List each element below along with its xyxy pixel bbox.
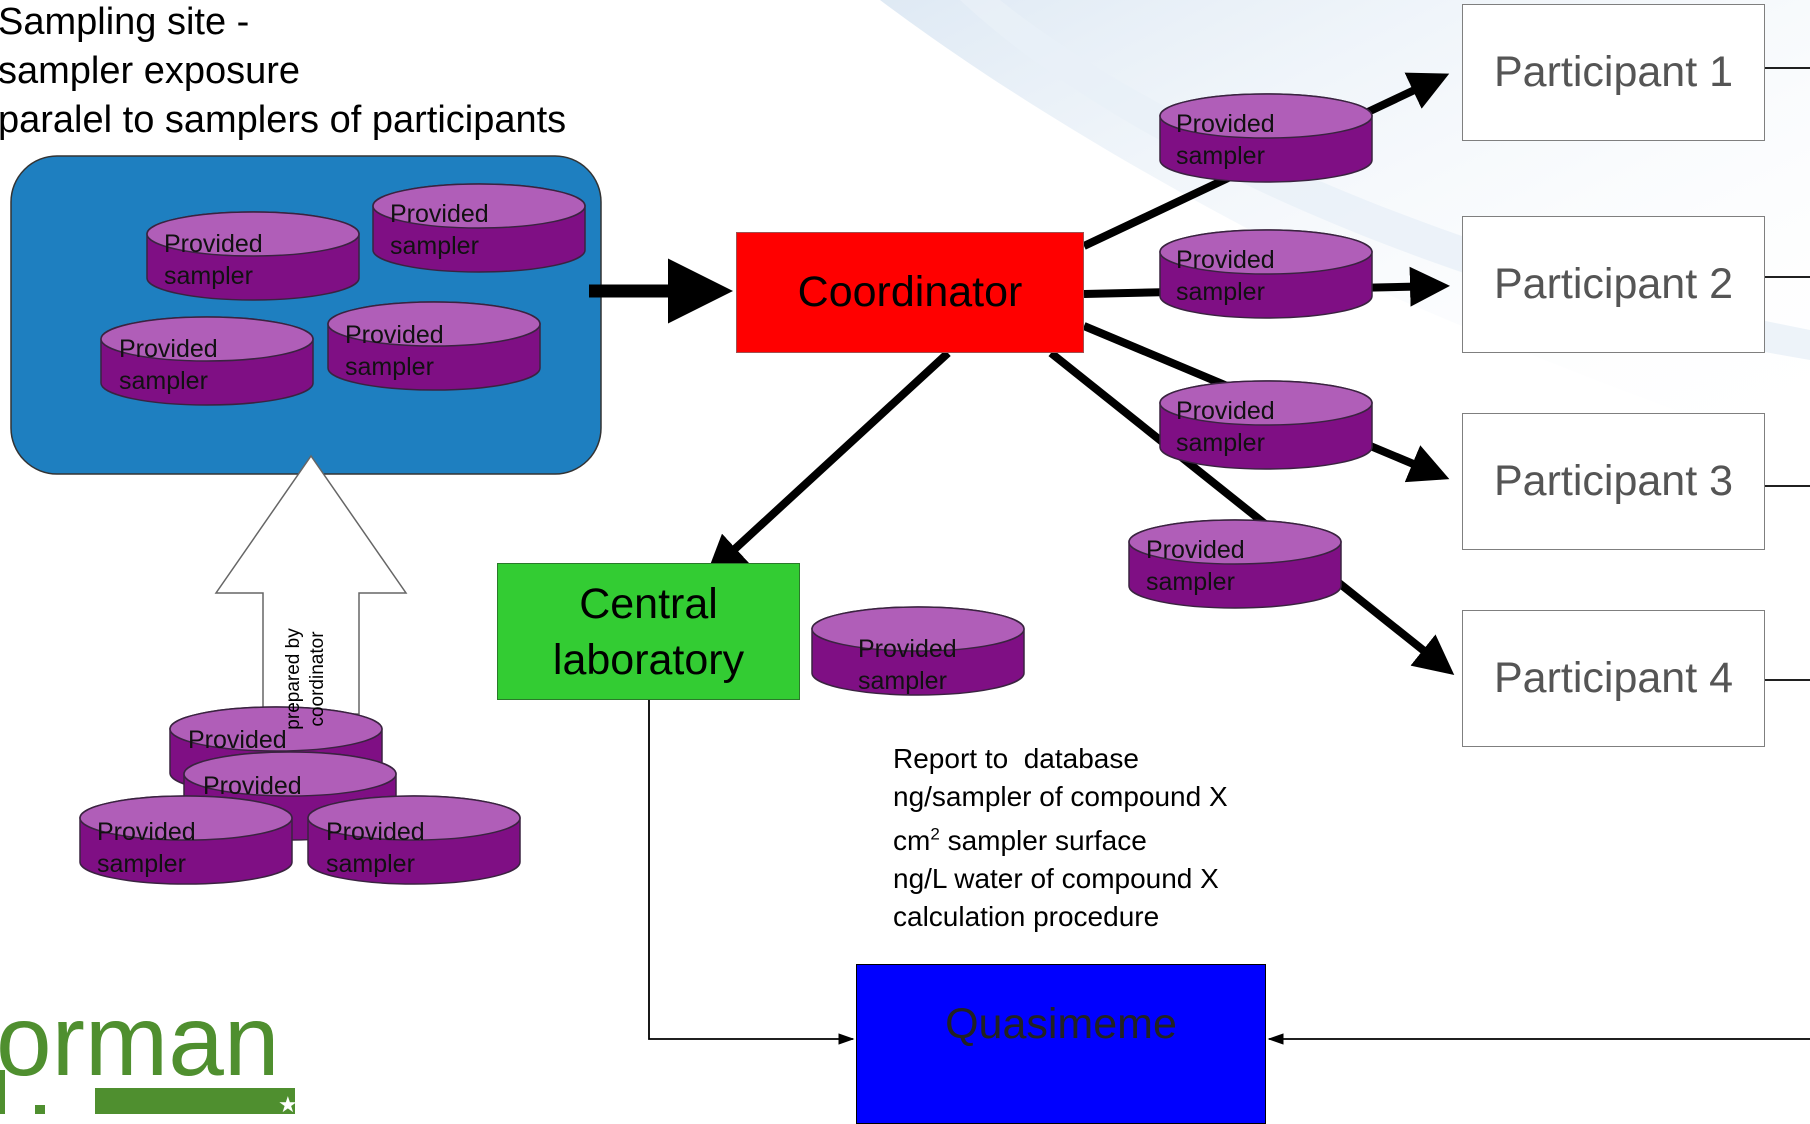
participant-label: Participant 4: [1493, 654, 1734, 702]
svg-text:★: ★: [278, 1092, 298, 1114]
central-lab-line-2: laboratory: [552, 635, 745, 684]
participant-4-box: Participant 4: [1462, 610, 1765, 747]
participant-2-box: Participant 2: [1462, 216, 1765, 353]
participant-label: Participant 3: [1493, 457, 1734, 505]
quasimeme-box: Quasimeme: [856, 964, 1266, 1124]
central-to-quasimeme-connector: [648, 700, 855, 1045]
sampler-label: Provided: [188, 726, 287, 754]
coordinator-box: Coordinator: [736, 232, 1084, 353]
report-line-2: ng/sampler of compound X: [893, 781, 1228, 812]
site-line-1: Sampling site -: [0, 1, 250, 43]
coord-to-central-arrow: [706, 350, 951, 576]
prepared-by-line-1: prepared by: [283, 628, 304, 730]
report-line-4: ng/L water of compound X: [893, 863, 1219, 895]
prepared-by-line-2: coordinator: [307, 631, 328, 727]
report-line-3: cm2 sampler surface: [893, 825, 1147, 857]
report-line-1: Report to database: [893, 743, 1139, 774]
participant-label: Participant 1: [1493, 48, 1734, 96]
logo-text: orman: [0, 985, 279, 1097]
prepared-by-label: prepared by coordinator: [282, 609, 330, 749]
prepared-up-arrow: [214, 454, 408, 715]
central-lab-line-1: Central: [579, 579, 718, 628]
sampler-label: Provided: [203, 772, 302, 800]
site-line-3: paralel to samplers of participants: [0, 99, 567, 141]
participant-1-box: Participant 1: [1462, 4, 1765, 141]
site-line-2: sampler exposure: [0, 50, 301, 92]
quasimeme-label: Quasimeme: [945, 999, 1177, 1048]
report-line-5: calculation procedure: [893, 901, 1160, 933]
central-laboratory-box: Central laboratory: [497, 563, 800, 700]
participant-3-box: Participant 3: [1462, 413, 1765, 550]
logo: orman ★: [0, 985, 298, 1114]
participant-label: Participant 2: [1493, 260, 1734, 308]
coordinator-label: Coordinator: [797, 268, 1023, 316]
coord-to-p4-arrow: [1048, 349, 1455, 675]
report-text: Report to database ng/sampler of compoun…: [893, 740, 1228, 936]
sampling-site-caption: Sampling site - sampler exposure paralel…: [0, 0, 566, 145]
